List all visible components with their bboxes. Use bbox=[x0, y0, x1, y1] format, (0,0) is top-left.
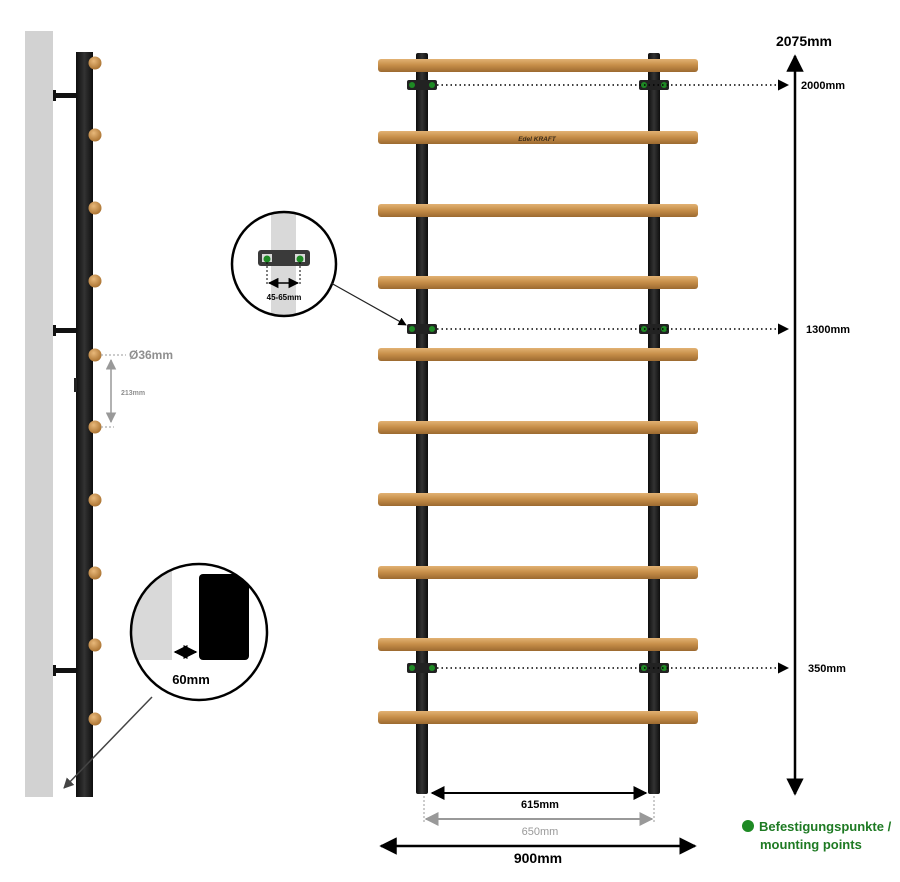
total-height-label: 2075mm bbox=[776, 33, 832, 49]
front-view: Edel KRAFT bbox=[378, 53, 790, 866]
wall-distance-label: 60mm bbox=[172, 672, 210, 687]
rung bbox=[378, 276, 698, 289]
legend-text-1: Befestigungspunkte / bbox=[759, 819, 892, 834]
rung-end bbox=[88, 348, 102, 362]
wall-distance-detail: 60mm bbox=[63, 562, 269, 789]
mount-bracket-mid-left bbox=[407, 324, 437, 334]
side-rail bbox=[76, 52, 93, 797]
rung bbox=[378, 204, 698, 217]
mount-height-mid-label: 1300mm bbox=[806, 324, 850, 336]
rung bbox=[378, 348, 698, 361]
brand-mark: Edel KRAFT bbox=[518, 136, 557, 143]
rung-end bbox=[88, 566, 102, 580]
rung bbox=[378, 59, 698, 72]
rung-end bbox=[88, 201, 102, 215]
side-rung-ends bbox=[88, 56, 102, 726]
legend-line-2: mounting points bbox=[760, 837, 862, 852]
bar-diameter-label: Ø36mm bbox=[129, 348, 173, 362]
mount-bracket-top-left bbox=[407, 80, 437, 90]
inner-width-label: 615mm bbox=[521, 799, 559, 811]
legend: Befestigungspunkte / mounting points bbox=[742, 818, 891, 854]
rung bbox=[378, 711, 698, 724]
rung bbox=[378, 421, 698, 434]
rung bbox=[378, 566, 698, 579]
rung-end bbox=[88, 638, 102, 652]
rung-end bbox=[88, 56, 102, 70]
wall-section bbox=[25, 31, 53, 797]
bracket-range-detail: 45-65mm bbox=[230, 210, 407, 326]
height-axis: 2075mm 2000mm 1300mm 350mm bbox=[776, 33, 850, 796]
mounting-point-dot-icon bbox=[742, 820, 754, 832]
total-width-label: 900mm bbox=[514, 850, 562, 866]
rung-end bbox=[88, 128, 102, 142]
rung bbox=[378, 638, 698, 651]
mount-bracket-bot-left bbox=[407, 663, 437, 673]
bar-spacing-label: 213mm bbox=[121, 390, 145, 397]
rung-end bbox=[88, 712, 102, 726]
mount-height-bottom-label: 350mm bbox=[808, 663, 846, 675]
rung-end bbox=[88, 493, 102, 507]
rungs bbox=[378, 59, 698, 724]
mount-height-top-label: 2000mm bbox=[801, 80, 845, 92]
mounting-points bbox=[407, 80, 669, 673]
rung bbox=[378, 131, 698, 144]
rung-end bbox=[88, 420, 102, 434]
rung-end bbox=[88, 274, 102, 288]
rung bbox=[378, 493, 698, 506]
side-brackets bbox=[53, 90, 77, 676]
height-leaders bbox=[437, 79, 790, 674]
rail-width-label: 650mm bbox=[522, 826, 559, 838]
side-view: Ø36mm 213mm bbox=[25, 31, 173, 797]
legend-line-1: Befestigungspunkte / bbox=[742, 818, 891, 836]
bracket-range-label: 45-65mm bbox=[267, 293, 302, 302]
